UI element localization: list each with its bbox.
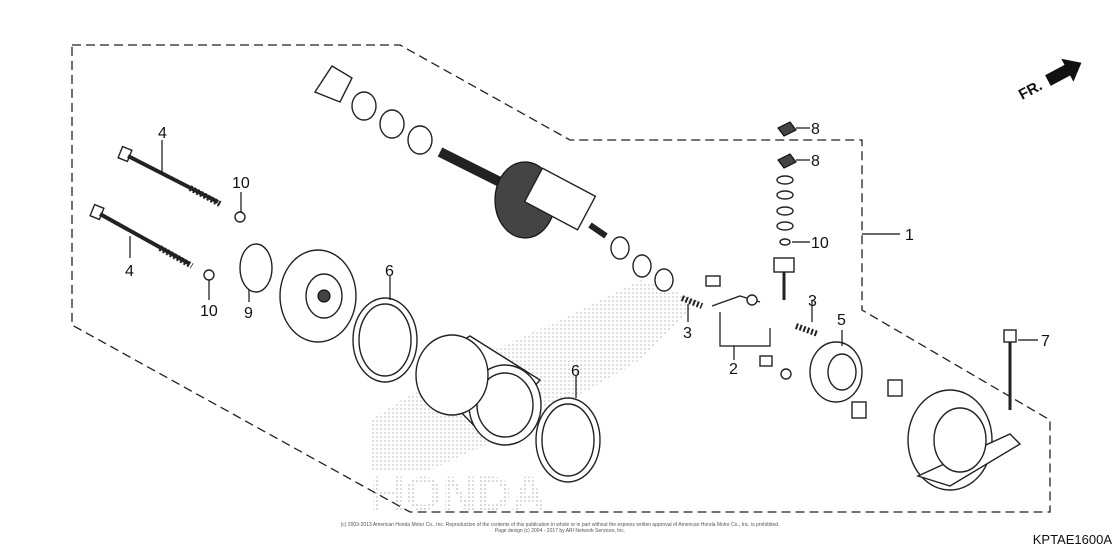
copyright-line-1: (c) 2003-2013 American Honda Motor Co., … <box>340 522 780 528</box>
shim-3 <box>407 125 433 155</box>
seal-ring-left <box>352 297 418 383</box>
callout-4a: 4 <box>158 125 167 142</box>
o-ring <box>239 243 273 293</box>
watermark-text: HONDA <box>370 468 546 521</box>
brush-spring-right <box>794 323 820 337</box>
callout-10b: 10 <box>200 303 218 320</box>
bolt-upper <box>117 145 222 207</box>
washer-left-lower <box>203 269 215 281</box>
callout-8b: 8 <box>811 153 820 170</box>
assembly-frame <box>71 44 1051 513</box>
brush-set <box>705 275 792 380</box>
rear-cover <box>907 389 1022 491</box>
callout-3a: 3 <box>683 325 692 342</box>
bolt-lower <box>89 203 194 269</box>
arrow-icon <box>1045 58 1082 86</box>
terminal-stack <box>773 121 797 300</box>
brush-holder <box>809 341 863 403</box>
front-cover <box>279 249 357 343</box>
diagram-code: KPTAE1600A <box>1032 532 1112 547</box>
leader-lines <box>129 127 1038 398</box>
thrust-plate <box>313 65 353 103</box>
armature <box>437 147 608 239</box>
brush-plate-lower <box>851 401 867 419</box>
callout-4b: 4 <box>125 263 134 280</box>
copyright-line-2: Page design (c) 2004 - 2017 by ARI Netwo… <box>494 528 626 534</box>
front-direction-arrow: FR. <box>1016 58 1082 104</box>
callout-9: 9 <box>244 305 253 322</box>
callout-1: 1 <box>905 227 914 244</box>
shim-1 <box>351 91 377 121</box>
mounting-bolt <box>1003 329 1017 410</box>
washer-left-upper <box>234 211 246 223</box>
callout-7: 7 <box>1041 333 1050 350</box>
callout-6a: 6 <box>385 263 394 280</box>
copyright-notice: (c) 2003-2013 American Honda Motor Co., … <box>280 522 840 534</box>
callout-2: 2 <box>729 361 738 378</box>
washer-mid-3 <box>654 268 674 292</box>
callout-10a: 10 <box>232 175 250 192</box>
washer-mid-1 <box>610 236 630 260</box>
direction-label: FR. <box>1016 77 1045 103</box>
callout-6b: 6 <box>571 363 580 380</box>
callout-5: 5 <box>837 312 846 329</box>
shim-2 <box>379 109 405 139</box>
callout-3b: 3 <box>808 293 817 310</box>
callout-10c: 10 <box>811 235 829 252</box>
callout-8a: 8 <box>811 121 820 138</box>
brush-spring-left <box>680 295 704 309</box>
motor-yoke <box>415 334 542 446</box>
washer-mid-2 <box>632 254 652 278</box>
seal-ring-right <box>535 397 601 483</box>
brush-plate-upper <box>887 379 903 397</box>
callouts: 1 2 3 3 4 4 5 6 6 7 8 8 9 10 10 10 <box>125 121 1050 380</box>
